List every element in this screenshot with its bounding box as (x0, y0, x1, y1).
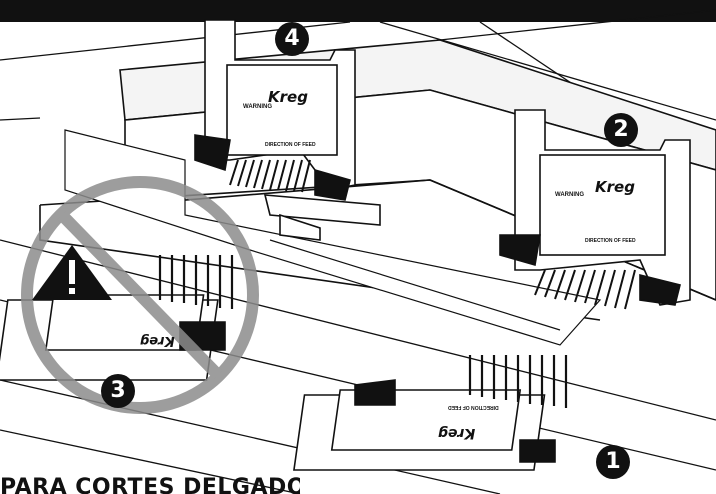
featherboard-4-warning-label: WARNING (243, 104, 272, 110)
featherboard-2-brand-label: Kreg (595, 178, 635, 196)
featherboard-1-plate-caption: DIRECTION OF FEED (448, 404, 499, 410)
featherboard-2-warning-label: WARNING (555, 192, 584, 198)
featherboard-1 (293, 355, 568, 471)
prohibition-sign-icon (21, 176, 259, 414)
featherboard-4 (194, 19, 381, 241)
callout-1: 1 (596, 445, 630, 479)
featherboard-4-brand-label: Kreg (268, 88, 308, 106)
callout-3: 3 (101, 374, 135, 408)
callout-2: 2 (604, 113, 638, 147)
top-bar (0, 0, 716, 22)
warning-triangle-icon (32, 245, 112, 300)
featherboard-3-brand-label: Kreg (140, 333, 175, 348)
featherboard-1-brand-label: Kreg (438, 425, 476, 441)
section-heading: PARA CORTES DELGADOS (0, 476, 300, 494)
workpiece (64, 129, 602, 346)
featherboard-2-plate-caption: DIRECTION OF FEED (585, 238, 636, 244)
callout-4: 4 (275, 22, 309, 56)
featherboard-4-plate-caption: DIRECTION OF FEED (265, 142, 316, 148)
featherboard-2 (499, 109, 691, 310)
